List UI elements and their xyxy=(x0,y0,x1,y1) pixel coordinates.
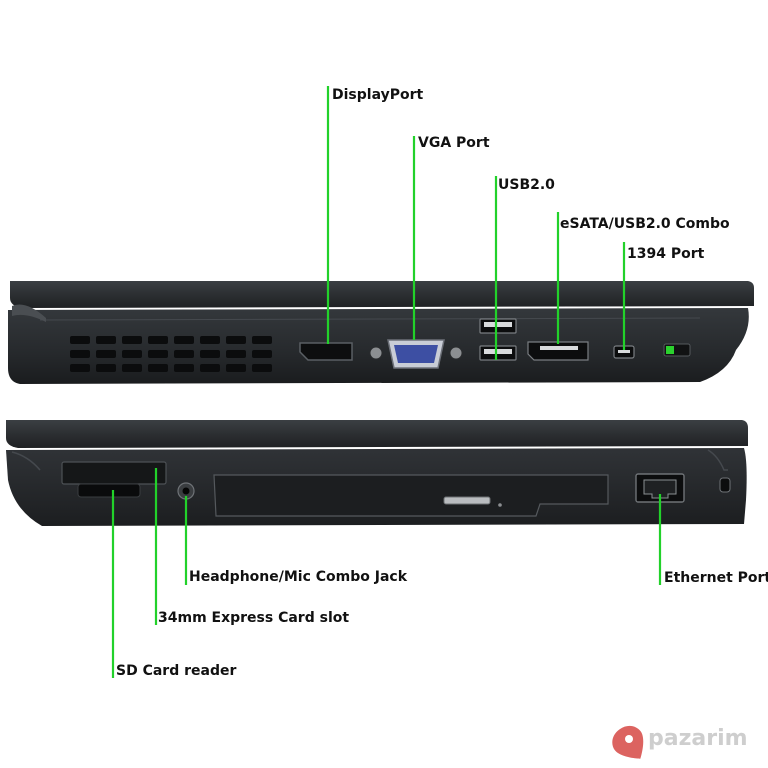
vga-connector xyxy=(369,339,463,369)
label-displayport: DisplayPort xyxy=(332,87,423,103)
esata-connector xyxy=(527,341,589,361)
label-usb: USB2.0 xyxy=(498,177,555,193)
usb-ports xyxy=(479,318,517,361)
location-pin-icon xyxy=(612,725,644,759)
label-firewire: 1394 Port xyxy=(627,246,705,262)
label-ethernet: Ethernet Port xyxy=(664,570,768,586)
watermark-text: pazarim xyxy=(648,726,748,751)
label-vga: VGA Port xyxy=(418,135,490,151)
security-lock-slot xyxy=(719,477,731,493)
label-esata: eSATA/USB2.0 Combo xyxy=(560,216,730,232)
displayport-connector xyxy=(299,342,353,361)
laptop-left-side xyxy=(6,420,748,526)
vent-grille xyxy=(70,336,272,372)
laptop-lid-2 xyxy=(6,420,748,448)
label-expresscard: 34mm Express Card slot xyxy=(158,610,349,626)
hinge xyxy=(12,304,46,322)
label-headphone: Headphone/Mic Combo Jack xyxy=(189,569,408,585)
laptop-right-side xyxy=(8,281,754,384)
sdcard-slot xyxy=(77,483,141,498)
watermark: pazarim xyxy=(612,725,748,759)
laptop-lid xyxy=(10,281,754,308)
wireless-switch xyxy=(663,343,691,357)
expresscard-slot xyxy=(61,461,167,485)
headphone-jack xyxy=(177,482,195,500)
label-sdcard: SD Card reader xyxy=(116,663,236,679)
optical-drive xyxy=(213,474,609,517)
port-labels: DisplayPort VGA Port USB2.0 eSATA/USB2.0… xyxy=(116,87,768,679)
leader-lines xyxy=(111,86,662,678)
